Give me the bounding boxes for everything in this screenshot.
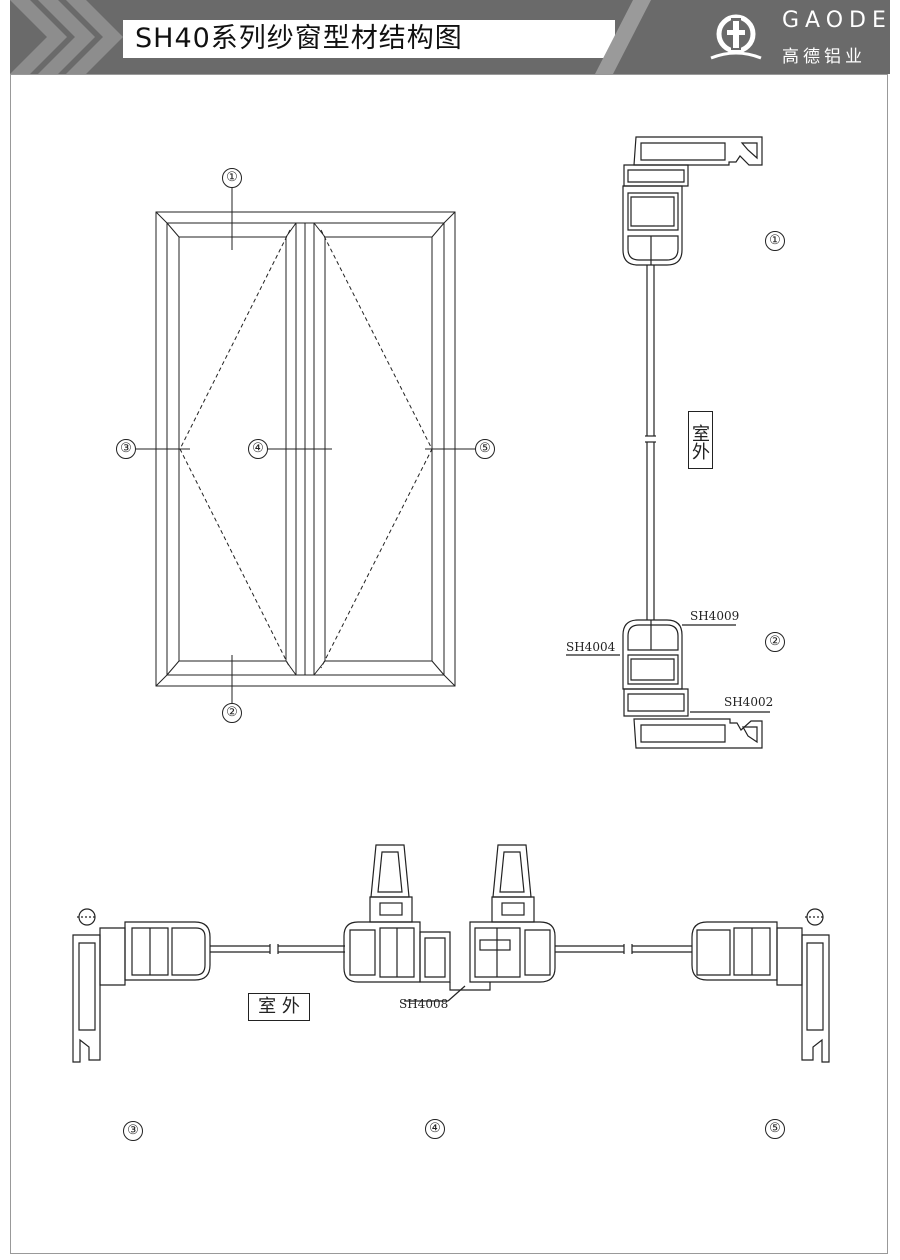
brand-name-cn: 高德铝业: [782, 47, 866, 67]
section-marker-3: ③: [123, 1121, 143, 1141]
drawing-border: [10, 74, 888, 1254]
outdoor-label-vertical: 室外: [688, 411, 713, 469]
title-bar: SH40系列纱窗型材结构图 GAODE 高德铝业: [10, 0, 890, 74]
brand-name-en: GAODE: [782, 8, 890, 33]
page-title: SH40系列纱窗型材结构图: [123, 20, 615, 58]
section-marker-5: ⑤: [765, 1119, 785, 1139]
marker-1: ①: [222, 168, 242, 188]
marker-3: ③: [116, 439, 136, 459]
section-marker-4: ④: [425, 1119, 445, 1139]
gaode-logo-icon: [710, 14, 762, 60]
marker-5: ⑤: [475, 439, 495, 459]
vertical-marker-2: ②: [765, 632, 785, 652]
marker-2: ②: [222, 703, 242, 723]
part-label-sh4009: SH4009: [690, 609, 740, 623]
outdoor-label-horizontal: 室 外: [248, 993, 310, 1021]
part-label-sh4008: SH4008: [399, 997, 449, 1011]
stripe-decoration: [595, 0, 651, 74]
chevron-decoration-icon: [10, 0, 123, 74]
part-label-sh4004: SH4004: [566, 640, 616, 654]
marker-4: ④: [248, 439, 268, 459]
part-label-sh4002: SH4002: [724, 695, 774, 709]
vertical-marker-1: ①: [765, 231, 785, 251]
